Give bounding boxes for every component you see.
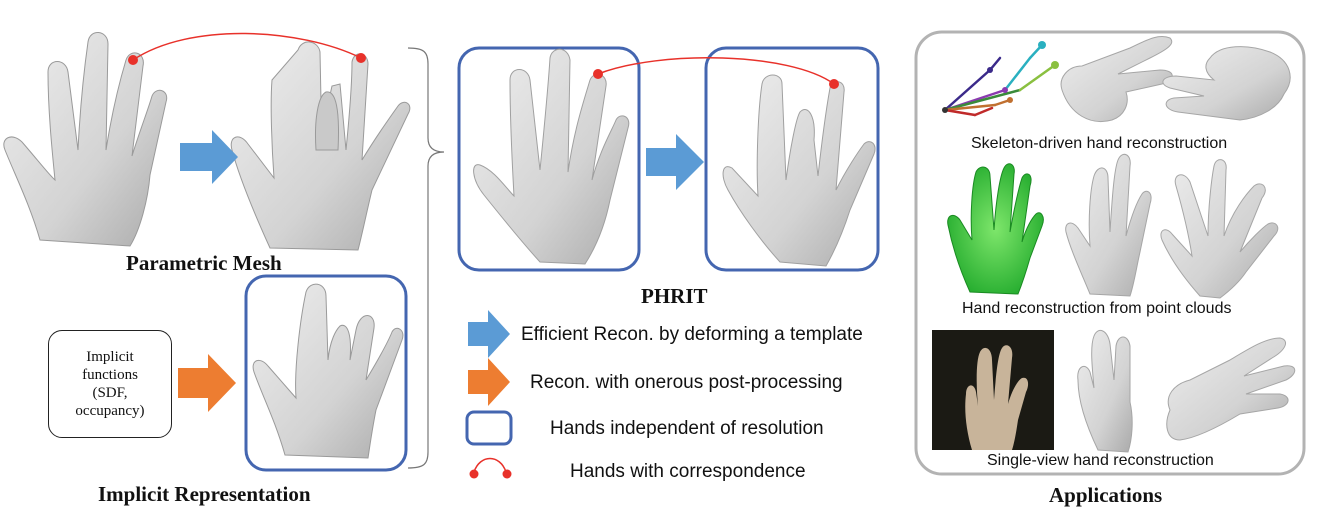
parametric-mesh-hand-open	[3, 32, 168, 247]
parametric-mesh-label: Parametric Mesh	[126, 251, 282, 275]
legend-orange-arrow-icon	[468, 358, 510, 406]
single-view-photo-hand-icon	[932, 330, 1054, 450]
legend-correspondence-point	[469, 469, 479, 479]
phrit-box-deformed	[704, 46, 880, 272]
parametric-mesh-hand-bent	[230, 41, 411, 251]
implicit-hand	[252, 283, 404, 459]
implicit-hand-box	[244, 274, 408, 472]
implicit-functions-line: Implicit	[86, 349, 134, 365]
skeleton-hand-1	[1060, 35, 1173, 122]
correspondence-arc-parametric	[132, 32, 362, 61]
correspondence-point	[128, 55, 138, 65]
legend-correspondence-point	[502, 469, 512, 479]
phrit-label: PHRIT	[641, 284, 708, 308]
point-cloud-hand-icon	[947, 163, 1044, 295]
correspondence-point	[593, 69, 603, 79]
legend-correspondence-icon	[473, 457, 507, 473]
legend-box-icon	[465, 410, 513, 446]
app-skeleton-label: Skeleton-driven hand reconstruction	[971, 135, 1228, 152]
blue-arrow-phrit	[646, 134, 704, 190]
skeleton-icon	[942, 41, 1059, 117]
phrit-box-template	[457, 46, 641, 272]
legend-box-label: Hands independent of resolution	[550, 418, 824, 439]
app-point-clouds-label: Hand reconstruction from point clouds	[962, 300, 1232, 317]
phrit-hand-open	[473, 48, 630, 265]
orange-arrow-implicit	[178, 354, 236, 412]
implicit-functions-line: occupancy)	[75, 403, 145, 419]
single-view-hand	[1077, 329, 1133, 453]
implicit-functions-line: functions	[82, 367, 138, 383]
applications-panel	[914, 30, 1306, 476]
legend-blue-arrow-icon	[468, 310, 510, 358]
blue-arrow-parametric	[180, 130, 238, 184]
legend-orange-arrow-label: Recon. with onerous post-processing	[530, 372, 843, 393]
implicit-representation-label: Implicit Representation	[98, 482, 311, 506]
skeleton-hand-2	[1162, 46, 1291, 121]
point-cloud-reconstructed-hand	[1065, 153, 1152, 297]
applications-label: Applications	[1049, 483, 1163, 507]
implicit-functions-line: (SDF,	[92, 385, 128, 401]
correspondence-point	[356, 53, 366, 63]
correspondence-arc-phrit	[597, 57, 835, 85]
correspondence-point	[829, 79, 839, 89]
point-cloud-reconstructed-hand-2	[1160, 159, 1279, 299]
brace	[407, 47, 445, 469]
single-view-photo	[932, 330, 1054, 450]
single-view-hand-2	[1166, 337, 1296, 441]
phrit-hand-bent	[722, 74, 876, 267]
app-single-view-label: Single-view hand reconstruction	[987, 452, 1214, 469]
legend-correspondence-label: Hands with correspondence	[570, 461, 806, 482]
legend-blue-arrow-label: Efficient Recon. by deforming a template	[521, 324, 863, 345]
implicit-functions-box: Implicit functions (SDF, occupancy)	[48, 330, 172, 438]
